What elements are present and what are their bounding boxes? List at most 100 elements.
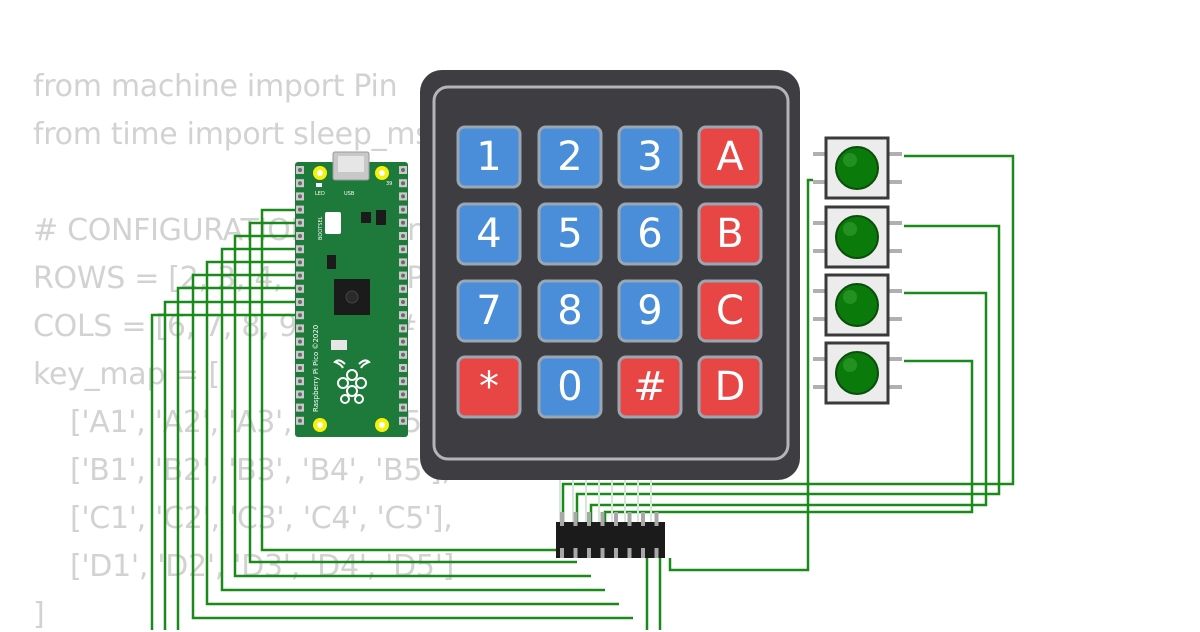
key-face (456, 125, 522, 189)
key-face (617, 125, 683, 189)
pushbuttons (813, 136, 902, 405)
header-pin[interactable] (614, 512, 618, 526)
led-label: LED (315, 191, 325, 197)
key-label: # (633, 364, 667, 410)
key-7[interactable]: 7 (456, 279, 522, 343)
key-4[interactable]: 4 (456, 202, 522, 266)
bootsel-button[interactable] (325, 212, 341, 234)
keypad-frame (432, 85, 790, 461)
code-line: ['C1', 'C2', 'C3', 'C4', 'C5'], (33, 501, 453, 536)
key-label: C (716, 288, 744, 334)
key-a[interactable]: A (697, 125, 763, 189)
header-pin[interactable] (573, 512, 578, 526)
usb-connector-inner (338, 156, 364, 172)
code-line: ] (33, 597, 45, 632)
usb-label: USB (344, 191, 355, 197)
code-line: from time import sleep_ms (33, 117, 431, 152)
key-label: * (479, 364, 499, 410)
pushbutton-cap[interactable] (835, 215, 879, 259)
pushbutton-3[interactable] (813, 273, 902, 337)
key-label: 8 (557, 288, 582, 334)
key-1[interactable]: 1 (456, 125, 522, 189)
wire (260, 208, 563, 552)
key-5[interactable]: 5 (537, 202, 603, 266)
pushbutton-1[interactable] (813, 136, 902, 200)
chip-small-3 (327, 255, 336, 269)
raspberry-pi-pico[interactable]: LED USB 39 BOOTSEL Raspberry Pi Pico ©20… (295, 151, 408, 437)
key-2[interactable]: 2 (537, 125, 603, 189)
key-face (537, 125, 603, 189)
key-6[interactable]: 6 (617, 202, 683, 266)
header-pin[interactable] (560, 512, 564, 526)
key-star[interactable]: * (456, 355, 522, 419)
key-label: 5 (557, 211, 582, 257)
pushbutton-2[interactable] (813, 205, 902, 269)
key-face (456, 355, 522, 419)
key-label: B (716, 211, 743, 257)
wiring (150, 154, 1015, 630)
pico-model-label: Raspberry Pi Pico ©2020 (312, 325, 320, 412)
wire (561, 154, 1015, 522)
code-line: from machine import Pin (33, 69, 398, 104)
header-pin[interactable] (641, 512, 645, 526)
key-label: A (716, 134, 744, 180)
chip-small-1 (361, 212, 371, 223)
key-face (456, 202, 522, 266)
key-label: 4 (476, 211, 501, 257)
wire (163, 300, 300, 630)
header-pin[interactable] (627, 512, 632, 526)
wire (220, 247, 605, 592)
key-face (617, 279, 683, 343)
wire (176, 286, 300, 630)
key-8[interactable]: 8 (537, 279, 603, 343)
bootsel-label: BOOTSEL (318, 216, 324, 240)
header-pin[interactable] (654, 512, 659, 526)
key-9[interactable]: 9 (617, 279, 683, 343)
led-icon (316, 183, 322, 187)
header-pin[interactable] (587, 512, 591, 526)
wire (575, 224, 1001, 522)
key-face (697, 279, 763, 343)
pin-header-connector (556, 512, 665, 558)
header-body (556, 522, 665, 558)
wire (150, 313, 300, 630)
key-3[interactable]: 3 (617, 125, 683, 189)
key-face (697, 125, 763, 189)
pushbutton-4[interactable] (813, 341, 902, 405)
pushbutton-cap[interactable] (835, 283, 879, 327)
code-line: key_map = [ (33, 357, 220, 392)
key-label: 3 (637, 134, 662, 180)
key-0[interactable]: 0 (537, 355, 603, 419)
key-face (697, 202, 763, 266)
header-pin[interactable] (600, 512, 605, 526)
pushbutton-cap[interactable] (835, 351, 879, 395)
wire (668, 178, 813, 572)
pico-pin-headers (296, 166, 407, 425)
key-face (617, 355, 683, 419)
raspberry-logo-icon (333, 359, 371, 404)
key-label: 9 (637, 288, 662, 334)
key-face (537, 202, 603, 266)
key-face (537, 279, 603, 343)
key-label: 6 (637, 211, 662, 257)
key-label: 2 (557, 134, 582, 180)
wire (205, 260, 619, 606)
key-b[interactable]: B (697, 202, 763, 266)
key-c[interactable]: C (697, 279, 763, 343)
wire (248, 221, 577, 564)
key-hash[interactable]: # (617, 355, 683, 419)
key-face (537, 355, 603, 419)
crystal (331, 340, 347, 350)
key-face (456, 279, 522, 343)
key-face (617, 202, 683, 266)
wire (603, 359, 974, 522)
wire (589, 291, 988, 522)
wire (191, 273, 633, 620)
key-d[interactable]: D (697, 355, 763, 419)
pin-39-label: 39 (386, 181, 392, 187)
pushbutton-cap[interactable] (835, 146, 879, 190)
wire (233, 234, 591, 578)
